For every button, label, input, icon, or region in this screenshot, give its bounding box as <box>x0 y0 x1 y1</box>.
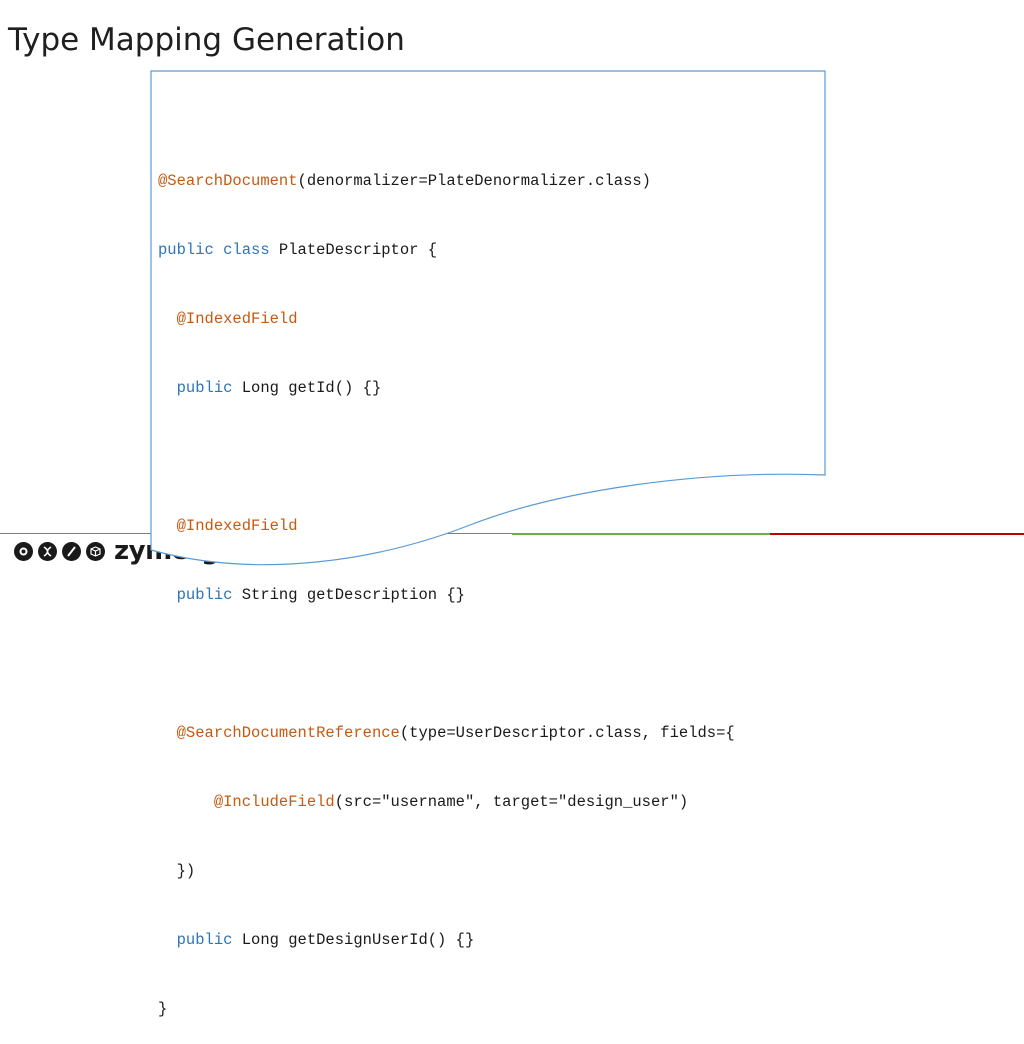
code-line: public class PlateDescriptor { <box>158 239 735 262</box>
code-line-blank <box>158 653 735 676</box>
code-text: Long getDesignUserId() {} <box>232 931 475 949</box>
code-line: @SearchDocumentReference(type=UserDescri… <box>158 722 735 745</box>
annotation-token: @SearchDocumentReference <box>176 724 400 742</box>
code-text: } <box>158 1000 168 1018</box>
code-line: @IndexedField <box>158 515 735 538</box>
box-icon <box>86 541 105 561</box>
code-text: (denormalizer=PlateDenormalizer.class) <box>297 172 651 190</box>
annotation-token: @IndexedField <box>176 310 298 328</box>
code-text: Long getId() {} <box>232 379 382 397</box>
code-line: public String getDescription {} <box>158 584 735 607</box>
annotation-token: @IndexedField <box>176 517 298 535</box>
footer-rule-green <box>512 533 770 535</box>
code-text: String getDescription {} <box>232 586 465 604</box>
slash-icon <box>62 541 81 561</box>
code-line-blank <box>158 446 735 469</box>
document-shape <box>150 70 826 566</box>
code-block: @SearchDocument(denormalizer=PlateDenorm… <box>158 124 735 1044</box>
code-line: public Long getDesignUserId() {} <box>158 929 735 952</box>
code-line: @SearchDocument(denormalizer=PlateDenorm… <box>158 170 735 193</box>
code-line: @IncludeField(src="username", target="de… <box>158 791 735 814</box>
code-line: public Long getId() {} <box>158 377 735 400</box>
code-text: PlateDescriptor { <box>269 241 438 259</box>
keyword-token: public class <box>158 241 270 259</box>
keyword-token: public <box>176 586 233 604</box>
code-line: } <box>158 998 735 1021</box>
code-line: @IndexedField <box>158 308 735 331</box>
keyword-token: public <box>176 379 233 397</box>
code-line: }) <box>158 860 735 883</box>
footer-rule-red <box>770 533 1024 535</box>
keyword-token: public <box>176 931 233 949</box>
dna-icon <box>38 541 57 561</box>
code-text: }) <box>176 862 196 880</box>
slide-title: Type Mapping Generation <box>8 22 405 58</box>
annotation-token: @IncludeField <box>213 793 335 811</box>
annotation-token: @SearchDocument <box>158 172 298 190</box>
code-text: (src="username", target="design_user") <box>334 793 689 811</box>
code-text: (type=UserDescriptor.class, fields={ <box>399 724 735 742</box>
gear-icon <box>14 541 33 561</box>
